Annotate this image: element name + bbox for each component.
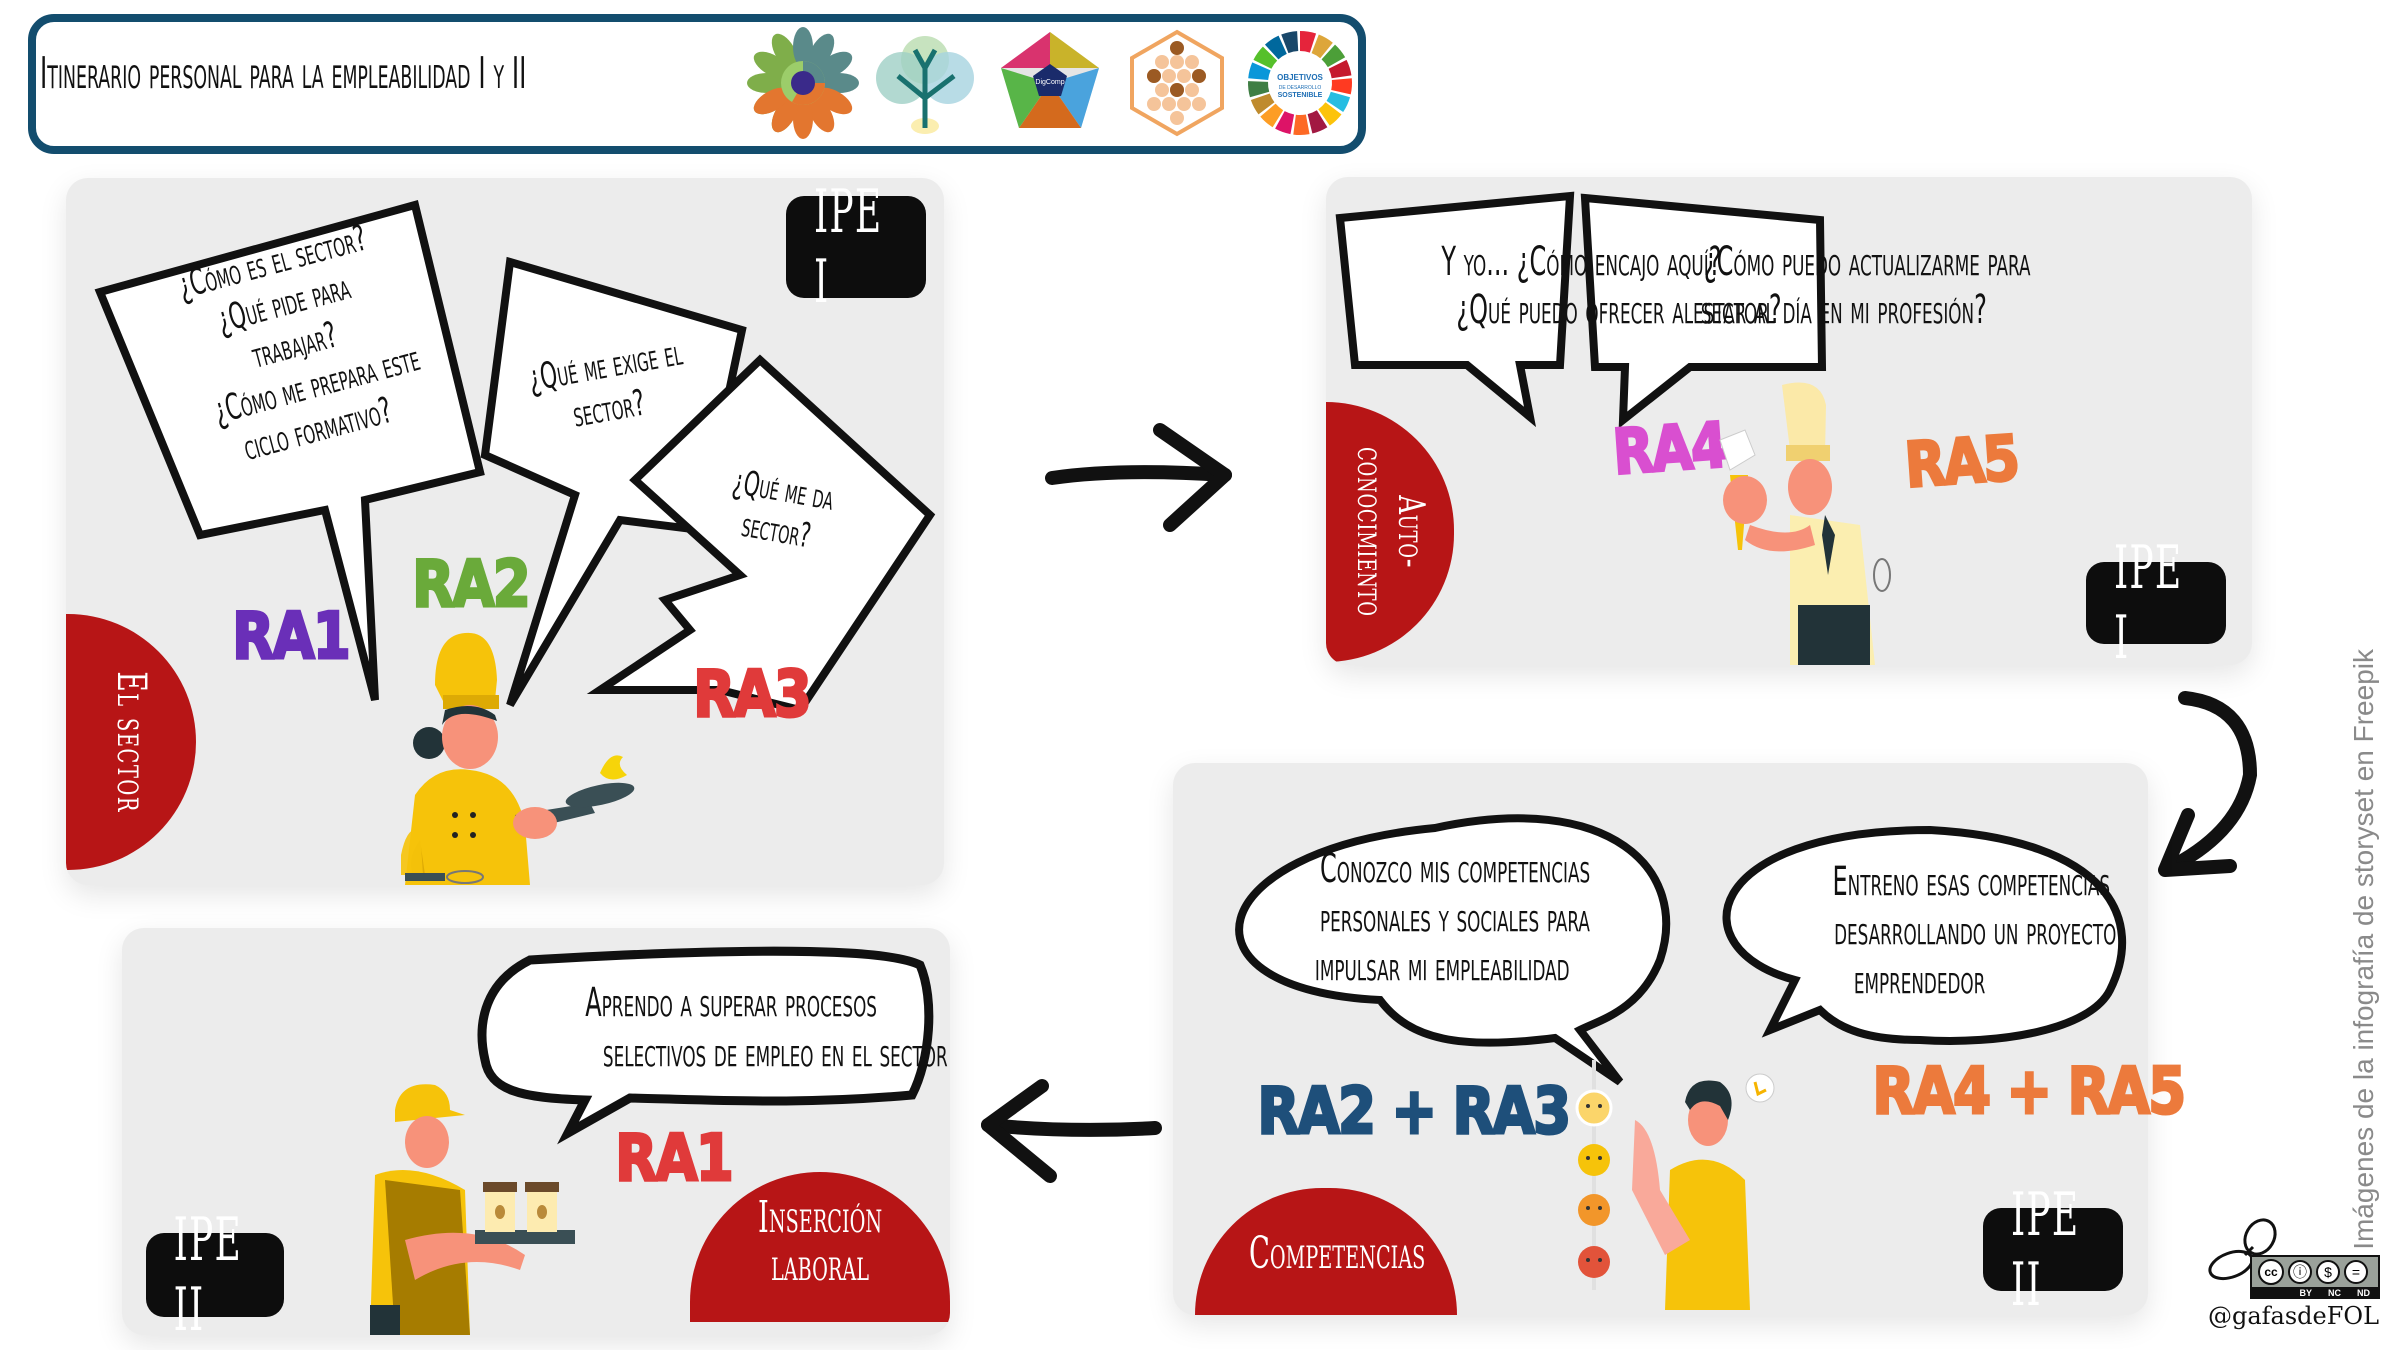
ods-wheel-icon: OBJETIVOS DE DESARROLLO SOSTENIBLE	[1248, 31, 1352, 135]
speech-bubble-7	[1722, 825, 2127, 1045]
section-tab-autoconocimiento: Auto- conocimiento	[1326, 402, 1454, 662]
section-label: laboral	[771, 1240, 869, 1292]
speech-bubble-3	[586, 354, 936, 715]
ods-segment	[1275, 111, 1295, 135]
badge-ipe: IPE I	[786, 178, 926, 317]
competencies-person-illustration	[1575, 1060, 1775, 1310]
ods-segment	[1253, 46, 1278, 69]
ods-segment	[1281, 31, 1299, 54]
ods-segment	[1248, 81, 1270, 98]
ods-segment	[1321, 44, 1346, 68]
section-label: El sector	[108, 671, 154, 813]
bubble-text-5: ¿Cómo puedo actualizarme para estar al d…	[1692, 239, 2031, 333]
ods-segment	[1331, 78, 1352, 95]
badge-ipe: IPE II	[1983, 1180, 2123, 1315]
ods-segment	[1328, 59, 1352, 79]
ods-segment	[1326, 91, 1351, 112]
badge-ipe: IPE I	[2086, 533, 2226, 665]
ra-label: RA2 + RA3	[1256, 1074, 1572, 1151]
ods-segment	[1248, 62, 1271, 81]
image-credits: Imágenes de la infografía de storyset en…	[2340, 649, 2400, 1250]
waiter-illustration	[370, 1084, 575, 1335]
digcomp-pentagon-icon: DigComp	[1001, 32, 1099, 128]
arrow-curved-down-icon	[2158, 691, 2258, 877]
ra-label: RA4 + RA5	[1871, 1054, 2187, 1131]
license-nd-label: ND	[2357, 1288, 2370, 1298]
bubble-text-6: Conozco mis competencias personales y so…	[1314, 846, 1591, 990]
header-banner	[28, 14, 1366, 154]
ods-segment	[1307, 110, 1328, 134]
ods-segment	[1311, 34, 1333, 59]
by-attribution-icon: ⓘ	[2288, 1260, 2312, 1284]
speech-bubble-5	[1580, 193, 1827, 429]
bubble-text-4: Y yo... ¿Cómo encajo aquí? ¿Qué puedo of…	[1441, 239, 1782, 333]
ods-segment	[1318, 102, 1342, 126]
license-nc-label: NC	[2328, 1288, 2341, 1298]
cc-icon: cc	[2258, 1259, 2284, 1285]
speech-bubble-8	[477, 946, 934, 1145]
ods-segment	[1260, 103, 1284, 128]
author-handle: @gafasdeFOL	[2208, 1302, 2380, 1330]
svg-text:DigComp: DigComp	[1035, 79, 1064, 86]
arrow-left-icon	[981, 1079, 1162, 1183]
ra-label: RA1	[614, 1121, 735, 1198]
entrecomp-flower-icon	[747, 27, 859, 139]
ra-label: RA1	[231, 599, 352, 676]
speech-bubble-2	[480, 256, 747, 708]
nd-noderivatives-icon: =	[2344, 1260, 2368, 1284]
speech-bubble-1	[94, 200, 485, 702]
license-by-label: BY	[2299, 1288, 2312, 1298]
section-tab-el-sector: El sector	[66, 614, 196, 870]
speech-bubble-6	[1235, 814, 1671, 1086]
bubble-text-7: Entreno esas competencias desarrollando …	[1832, 859, 2117, 1003]
section-label: Inserción	[757, 1192, 883, 1243]
section-label: Auto-	[1390, 495, 1431, 569]
ods-segment	[1264, 35, 1287, 60]
badge-ipe: IPE II	[146, 1205, 284, 1335]
svg-text:DE DESARROLLO: DE DESARROLLO	[1279, 85, 1322, 91]
section-label: conocimiento	[1349, 447, 1390, 617]
bubble-text-8: Aprendo a superar procesos selectivos de…	[585, 980, 948, 1076]
greencomp-hexagon-icon	[1130, 29, 1224, 137]
ra-label: RA3	[692, 657, 813, 734]
chef-woman-illustration	[401, 632, 635, 885]
svg-text:SOSTENIBLE: SOSTENIBLE	[1278, 92, 1323, 99]
ods-segment	[1293, 114, 1310, 135]
chef-man-illustration	[1719, 382, 1891, 665]
ods-segment	[1250, 93, 1275, 115]
speech-bubble-4	[1335, 191, 1575, 428]
cc-license-badge[interactable]: cc ⓘ $ = BY NC ND	[2250, 1255, 2380, 1299]
svg-text:OBJETIVOS: OBJETIVOS	[1277, 73, 1323, 82]
lifecomp-tree-icon	[876, 36, 974, 134]
arrow-right-icon	[1045, 423, 1232, 532]
page-title: Itinerario personal para la empleabilida…	[40, 48, 527, 99]
ods-segment	[1300, 31, 1317, 53]
section-tab-insercion-laboral: Inserción laboral	[690, 1172, 950, 1322]
credits-text: Imágenes de la infografía de storyset en…	[2348, 649, 2379, 1250]
section-label: Competencias	[1249, 1228, 1426, 1279]
nc-noncommercial-icon: $	[2316, 1260, 2340, 1284]
ra-label: RA2	[411, 547, 532, 624]
